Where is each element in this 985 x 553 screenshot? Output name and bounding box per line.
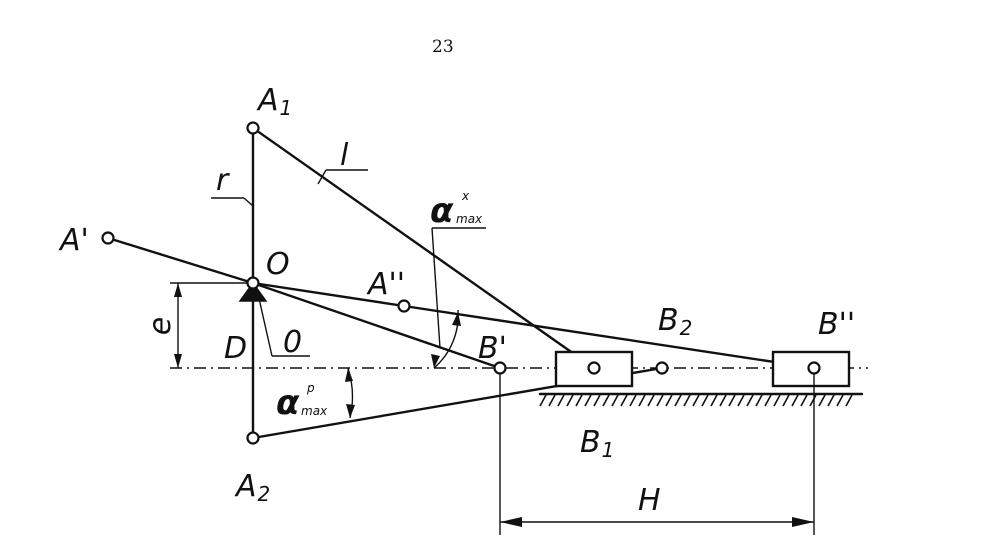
label-D: D [224,331,247,366]
hatch-mark [665,394,673,407]
hatch-mark [692,394,700,407]
hatch-mark [584,394,592,407]
hatch-mark [620,394,628,407]
hatch-mark [566,394,574,407]
label-alpha-p: α p max [276,381,328,423]
joint-A1 [246,121,260,135]
hatch-mark [737,394,745,407]
hatch-mark [764,394,772,407]
hatch-mark [710,394,718,407]
hatch-mark [728,394,736,407]
rod-A1-B1 [251,126,596,370]
hatch-mark [575,394,583,407]
page-number: 23 [432,37,454,57]
label-A1: A1 [256,83,292,120]
joint-B1 [587,361,601,375]
label-zero: 0 [283,325,302,360]
alpha-x-sub: max [456,212,483,226]
hatch-mark [827,394,835,407]
hatch-mark [602,394,610,407]
label-B-prime: B' [478,331,507,366]
hatch-mark [800,394,808,407]
r-leader [243,197,254,207]
hatch-mark [836,394,844,407]
label-B2: B2 [658,303,692,340]
rod-O-B-prime [251,281,502,370]
alpha-p-sup: p [306,381,315,395]
hatch-mark [809,394,817,407]
hatch-mark [683,394,691,407]
joint-A-dprime [397,299,411,313]
zero-leader [257,293,273,357]
joint-A-prime [101,231,115,245]
alpha-x-arrow-1 [431,354,440,368]
joint-B-prime [493,361,507,375]
label-l: l [340,138,349,173]
crank-O-A-prime [106,236,255,285]
dimension-H-arrow-right [792,517,814,527]
hatch-mark [647,394,655,407]
label-H: H [638,483,661,518]
joint-B-dprime [807,361,821,375]
alpha-p-sub: max [301,404,328,418]
label-A-dprime: A'' [366,267,405,302]
hatch-mark [782,394,790,407]
hatch-mark [755,394,763,407]
hatch-mark [845,394,853,407]
crank-O-A-dprime [251,281,406,308]
hatch-mark [656,394,664,407]
hatch-mark [611,394,619,407]
hatch-mark [548,394,556,407]
alpha-x-leader [431,227,441,349]
alpha-p-symbol: α [276,383,300,423]
hatch-mark [818,394,826,407]
hatch-mark [701,394,709,407]
dimension-e-arrow-top [174,283,182,297]
rod-A-dprime-B-dprime [402,304,816,370]
hatch-mark [539,394,547,407]
hatch-mark [773,394,781,407]
alpha-p-arrow-1 [345,368,353,382]
label-r: r [216,163,230,198]
label-A2: A2 [234,469,270,506]
hatch-mark [629,394,637,407]
hatch-mark [719,394,727,407]
l-leader [317,169,327,185]
joint-B2 [655,361,669,375]
alpha-x-sup: x [461,189,470,203]
hatch-mark [557,394,565,407]
hatch-mark [791,394,799,407]
label-e: e [143,317,178,335]
alpha-x-symbol: α [430,191,454,231]
hatch-mark [593,394,601,407]
label-B1: B1 [580,425,614,462]
label-alpha-x: α x max [430,189,483,231]
label-O: O [266,247,290,282]
hatch-mark [638,394,646,407]
joint-A2 [246,431,260,445]
hatch-mark [674,394,682,407]
pivot-support-O [238,281,268,302]
label-A-prime: A' [58,223,89,258]
alpha-x-arrow-2 [452,312,461,326]
label-B-dprime: B'' [818,307,855,342]
hatch-mark [746,394,754,407]
joint-O [246,276,260,290]
dimension-H-arrow-left [500,517,522,527]
ground-hatching [539,394,853,407]
dimension-e-arrow-bottom [174,354,182,368]
alpha-p-arrow-2 [346,404,355,418]
